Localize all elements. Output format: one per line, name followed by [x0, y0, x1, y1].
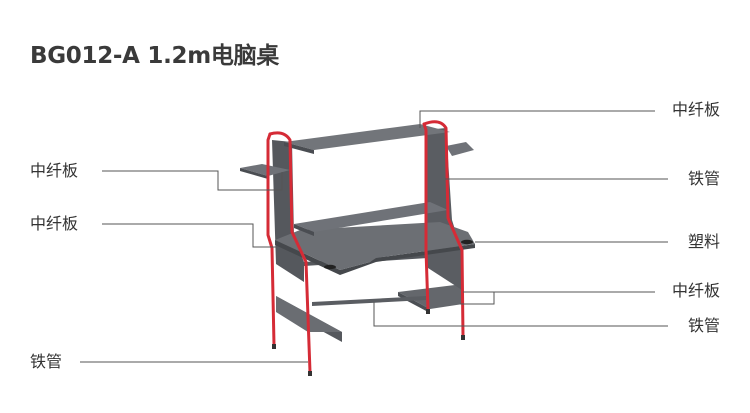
left-side-panel [272, 140, 304, 282]
label-right-plastic: 塑料 [687, 232, 720, 251]
right-rear-leg [422, 120, 465, 338]
cable-hole-right [461, 239, 473, 245]
right-front-leg [422, 122, 430, 312]
cable-hole-left [324, 264, 336, 270]
label-right-tube-lower: 铁管 [687, 316, 720, 335]
lower-right-board [398, 284, 463, 309]
label-right-lower-board: 中纤板 [671, 281, 720, 300]
label-right-top-board: 中纤板 [671, 100, 720, 119]
middle-shelf [294, 202, 448, 232]
label-left-mid-board: 中纤板 [30, 214, 79, 233]
label-left-bottom-tube: 铁管 [30, 352, 63, 371]
leader-right-lower-board [460, 291, 655, 305]
leader-lines [80, 110, 668, 363]
foot-2 [308, 371, 312, 376]
label-left-top-board: 中纤板 [30, 161, 79, 180]
middle-shelf-front [294, 224, 314, 236]
right-side-shelf [446, 142, 474, 156]
foot-3 [426, 309, 430, 314]
iron-tube-frame [266, 120, 465, 374]
leader-right-top-board [419, 110, 655, 128]
page-title: BG012-A 1.2m电脑桌 [30, 43, 279, 69]
left-front-leg [266, 132, 276, 347]
left-rear-leg [268, 131, 312, 374]
leader-left-top-board [102, 170, 283, 191]
label-right-tube-upper: 铁管 [687, 169, 720, 188]
top-shelf [284, 124, 450, 150]
leader-left-mid-board [102, 223, 276, 248]
foot-4 [461, 335, 465, 340]
left-side-shelf-front [240, 168, 268, 179]
foot-1 [272, 344, 276, 349]
left-side-shelf [240, 164, 290, 176]
footrest-bar [312, 296, 426, 306]
leader-right-tube-lower [373, 302, 668, 327]
